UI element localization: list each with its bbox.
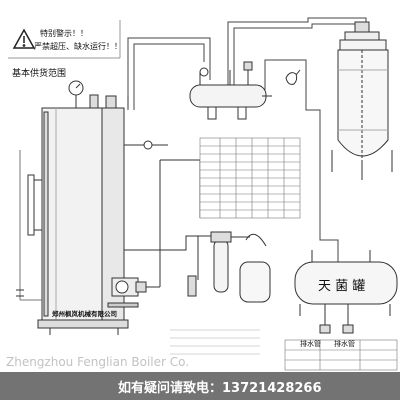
tank-label: 天 菌 罐 <box>318 279 365 294</box>
hand-icon <box>285 69 301 85</box>
watermark-text: Zhengzhou Fenglian Boiler Co. <box>6 355 190 369</box>
boiler-top-fittings <box>68 80 129 109</box>
sterilization-tank <box>294 250 398 334</box>
level-gauge <box>16 150 42 301</box>
boiler-plate-label: 郑州枫岚机械有限公司 <box>52 309 117 318</box>
warning-line-2: 严禁超压、缺水运行！！ <box>34 41 122 51</box>
footer-bar <box>0 372 400 400</box>
feed-pump <box>107 160 161 308</box>
section-title: 基本供货范围 <box>12 67 66 79</box>
reactor-vessel <box>331 21 393 180</box>
boiler-body <box>37 107 129 335</box>
boiler-right-pipes <box>124 140 201 251</box>
steam-distributor <box>189 61 272 120</box>
notes-lines <box>170 329 260 355</box>
drain-label-left: 排水管 <box>300 339 321 348</box>
title-block <box>284 339 398 371</box>
warning-icon <box>12 28 36 49</box>
warning-line-1: 特别警示！！ <box>40 28 88 38</box>
footer-contact: 如有疑问请致电：13721428266 <box>118 381 322 396</box>
drain-label-right: 排水管 <box>334 339 355 348</box>
spec-table <box>199 137 301 219</box>
water-softener <box>140 231 271 303</box>
